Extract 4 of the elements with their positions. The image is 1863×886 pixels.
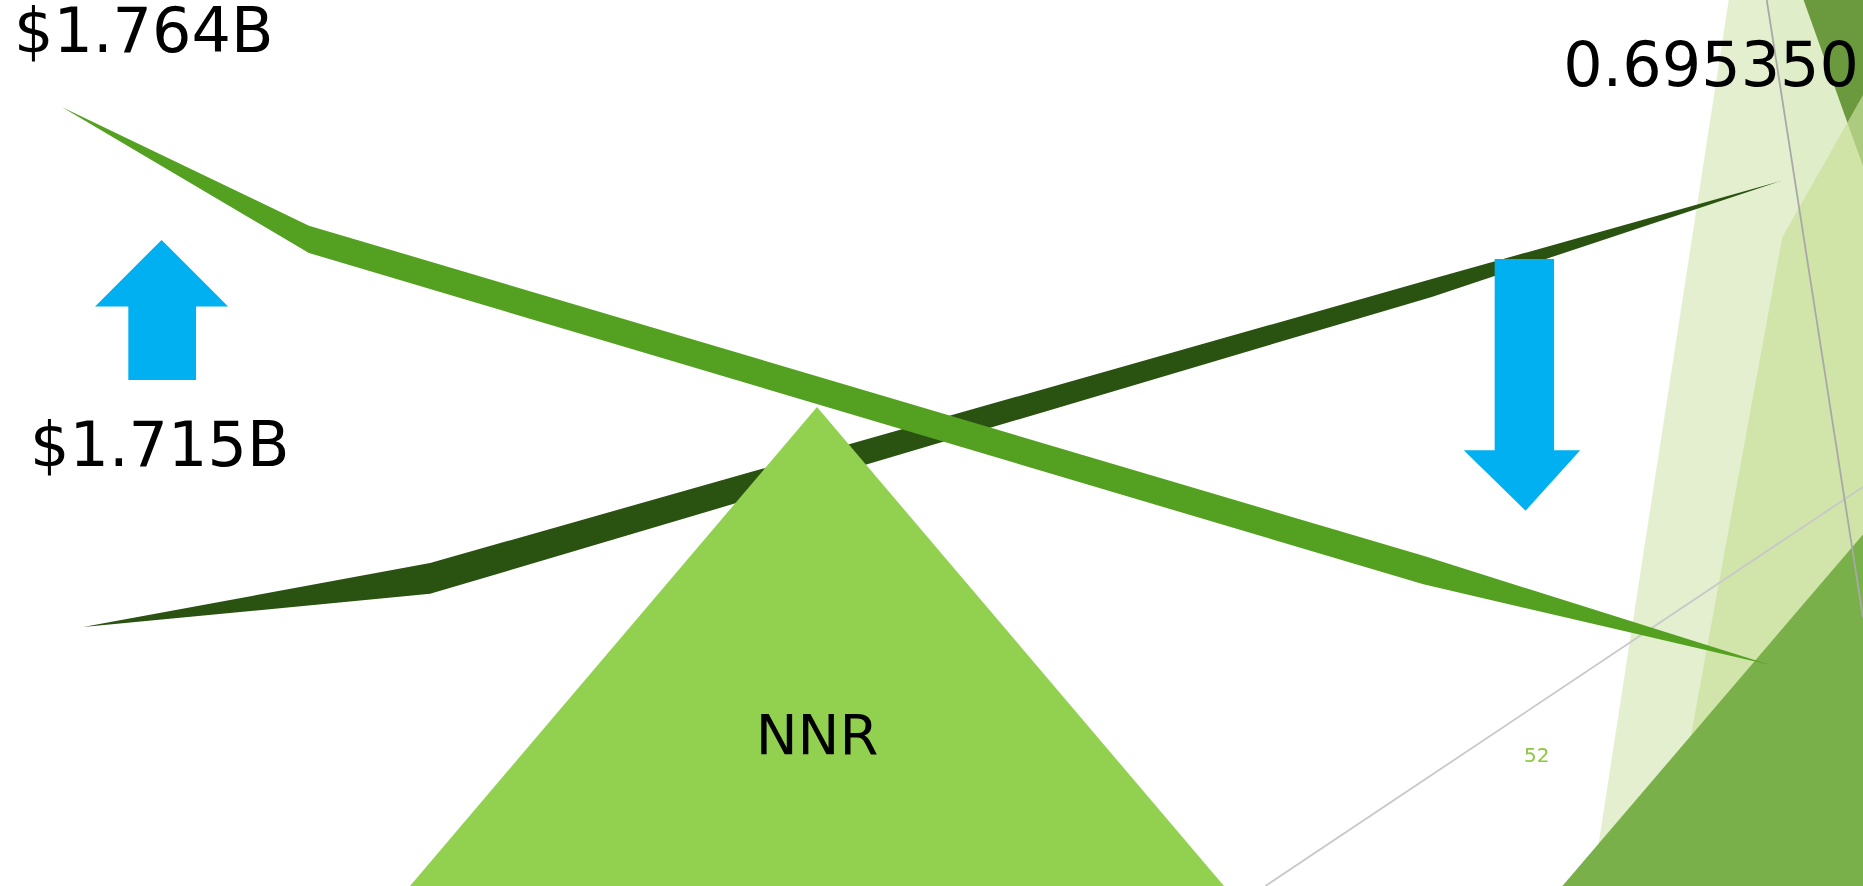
page-number: 52 [1524,745,1550,765]
node-label: NNR [754,707,880,763]
value-label: $1.764B [14,0,274,62]
value-label: $1.715B [30,414,290,476]
